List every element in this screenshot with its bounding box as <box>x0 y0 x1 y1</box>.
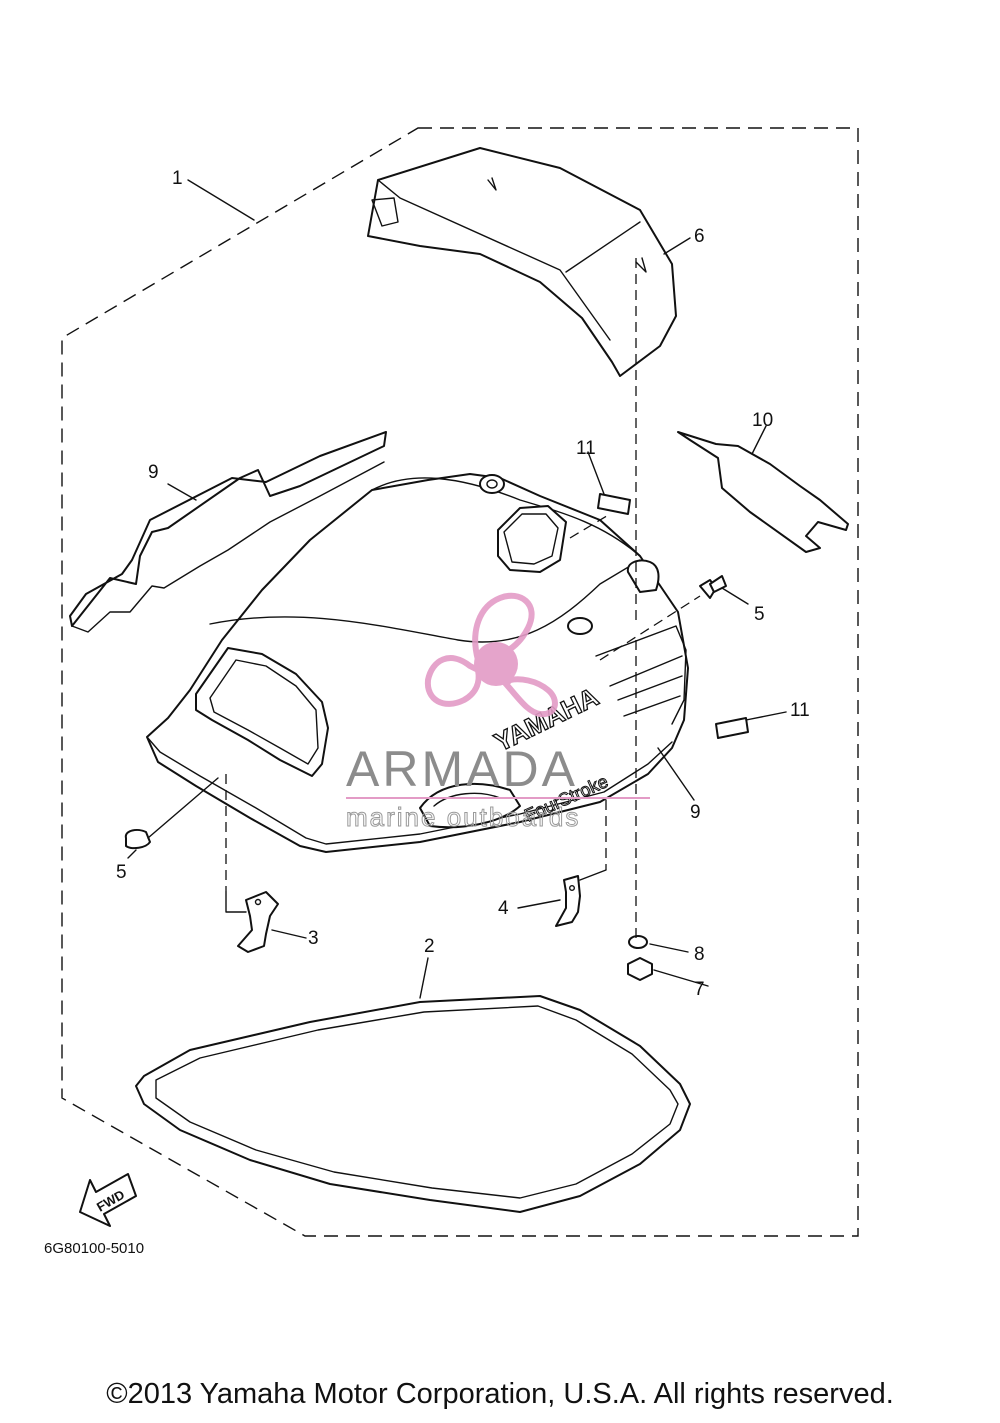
part-8-washer <box>628 935 648 949</box>
top-cowling: YAMAHA FourStroke <box>146 473 689 853</box>
callout-5-left: 5 <box>116 862 127 883</box>
part-10-decal-right <box>677 431 849 553</box>
callout-6: 6 <box>694 226 705 247</box>
callout-10: 10 <box>752 410 773 431</box>
copyright-notice: ©2013 Yamaha Motor Corporation, U.S.A. A… <box>106 1378 894 1410</box>
callout-8: 8 <box>694 944 705 965</box>
callout-5-right: 5 <box>754 604 765 625</box>
assembly-boundary <box>61 127 859 1237</box>
part-4-bracket <box>555 875 581 927</box>
part-11-pads <box>597 493 749 739</box>
callout-1: 1 <box>172 168 183 189</box>
callout-9-right: 9 <box>690 802 701 823</box>
callout-7: 7 <box>694 979 705 1000</box>
callout-3: 3 <box>308 928 319 949</box>
alignment-lines <box>225 258 701 940</box>
part-7-nut <box>627 957 653 981</box>
part-2-seal <box>135 995 691 1213</box>
watermark: ARMADA marine outboards <box>346 592 650 833</box>
leader-lines <box>127 179 787 999</box>
watermark-title: ARMADA <box>346 741 578 797</box>
callout-2: 2 <box>424 936 435 957</box>
part-6-cowling-cover <box>367 147 677 377</box>
propeller-logo-icon <box>424 592 558 718</box>
callout-4: 4 <box>498 898 509 919</box>
part-3-bracket <box>237 891 279 953</box>
forward-arrow-icon: FWD <box>79 1173 137 1227</box>
watermark-subtitle: marine outboards <box>346 802 580 832</box>
callout-11-top: 11 <box>576 438 596 459</box>
part-9-decal-left <box>69 431 387 633</box>
callout-9-left: 9 <box>148 462 159 483</box>
diagram-part-code: 6G80100-5010 <box>44 1240 144 1257</box>
callout-11-right: 11 <box>790 700 810 721</box>
